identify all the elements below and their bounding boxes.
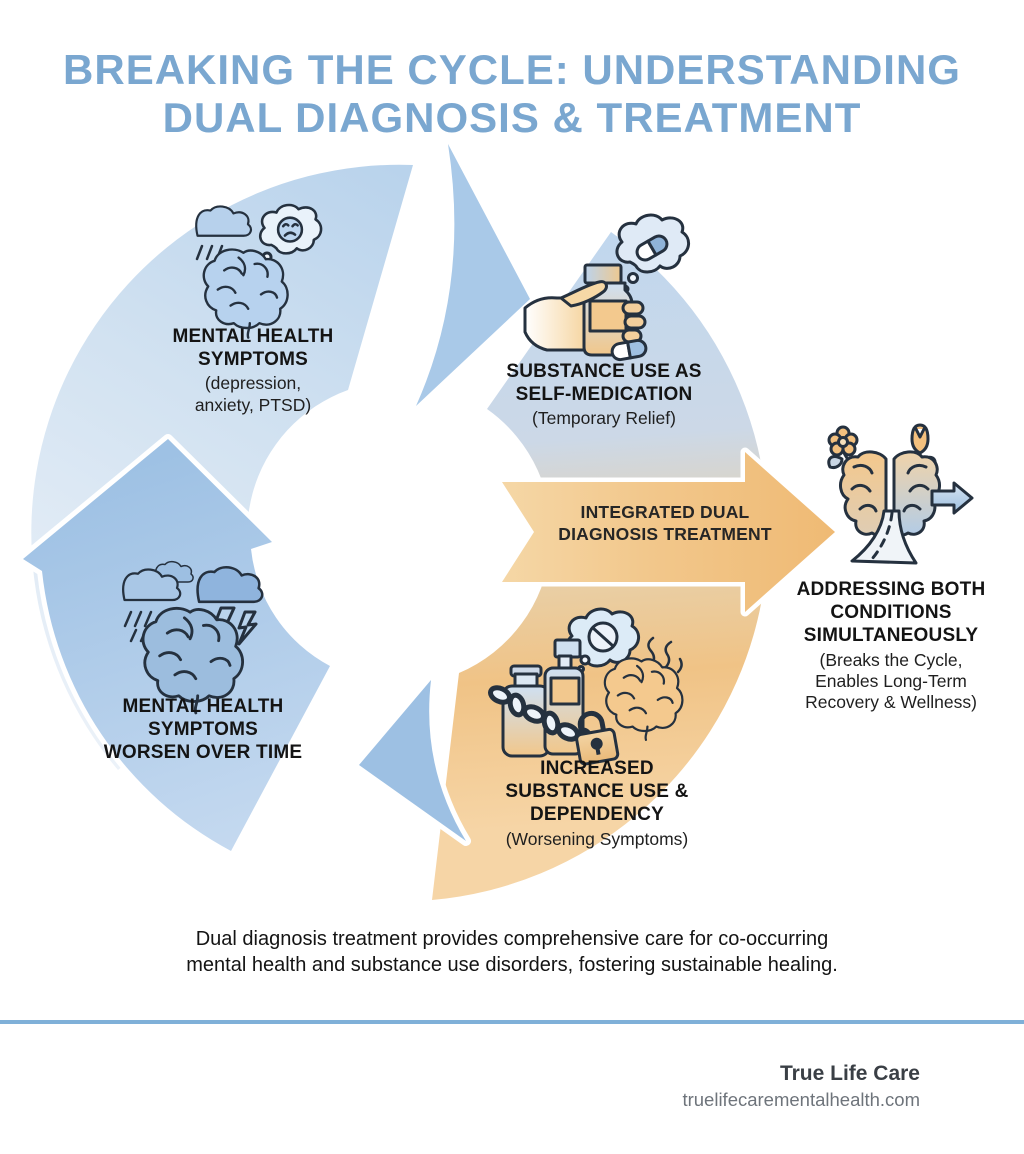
stage-label-substance-use: SUBSTANCE USE AS SELF-MEDICATION (Tempor… <box>488 360 720 430</box>
hand-holding-pill-bottle-icon <box>523 213 690 362</box>
brain-curls <box>850 463 930 513</box>
treatment-arrow-label: INTEGRATED DUAL DIAGNOSIS TREATMENT <box>558 502 772 545</box>
chained-bottles-padlock-stressed-brain-icon <box>488 607 684 766</box>
rain-lines <box>123 610 153 643</box>
cycle-arrowhead-top-icon <box>411 139 535 411</box>
sad-thought-bubble <box>258 203 323 255</box>
summary-text: Dual diagnosis treatment provides compre… <box>186 928 838 976</box>
padlock <box>575 710 620 766</box>
recovery-arrow-right-icon <box>930 481 974 515</box>
cycle-arrowhead-bottom-icon <box>354 675 471 846</box>
road-center-line <box>870 511 894 561</box>
storm-cloud <box>196 566 264 604</box>
hand-fingers <box>621 300 647 344</box>
stage-sublabel-text: (Temporary Relief) <box>532 408 676 429</box>
stage-label-increased-dependency: INCREASED SUBSTANCE USE & DEPENDENCY (Wo… <box>478 757 716 850</box>
brand-name: True Life Care <box>779 1062 920 1085</box>
treatment-arrow-icon <box>497 447 840 617</box>
brain-rain-cloud-sad-thought-icon <box>195 203 323 339</box>
healing-split-brain-flowers-road-icon <box>827 423 974 565</box>
outcome-label-addressing-both: ADDRESSING BOTH CONDITIONS SIMULTANEOUSL… <box>774 578 1008 714</box>
pill-thought-bubble <box>615 213 690 274</box>
lightning-bolt-2 <box>237 610 258 646</box>
rain-cloud <box>195 205 253 237</box>
flower-leaves-left <box>827 455 844 469</box>
bottle-label <box>588 299 628 333</box>
daisy-flower <box>827 425 859 457</box>
hand-thumb <box>559 280 608 308</box>
stage-label-text: MENTAL HEALTH SYMPTOMS <box>172 326 334 371</box>
stage-label-text: MENTAL HEALTH SYMPTOMS WORSEN OVER TIME <box>103 696 303 764</box>
brain-storm-clouds-lightning-icon <box>122 560 264 715</box>
page-title: BREAKING THE CYCLE: UNDERSTANDING DUAL D… <box>63 46 961 142</box>
stage-label-text: SUBSTANCE USE AS SELF-MEDICATION <box>506 361 702 406</box>
tulip-flower <box>910 423 930 455</box>
capsule <box>610 338 648 362</box>
stage-label-mental-health-symptoms: MENTAL HEALTH SYMPTOMS (depression, anxi… <box>140 325 366 416</box>
road <box>850 509 918 565</box>
stage-label-text: INCREASED SUBSTANCE USE & DEPENDENCY <box>505 758 689 826</box>
footer: True Life Care truelifecarementalhealth.… <box>682 1062 920 1111</box>
stage-label-symptoms-worsen: MENTAL HEALTH SYMPTOMS WORSEN OVER TIME <box>83 695 323 765</box>
brain-left-half <box>839 450 888 537</box>
stressed-brain <box>603 657 684 741</box>
no-pill-thought-bubble <box>565 607 640 668</box>
brain <box>141 606 245 715</box>
stage-sublabel-text: (depression, anxiety, PTSD) <box>194 373 312 415</box>
brain <box>202 248 289 339</box>
rain-cloud <box>122 568 182 602</box>
footer-divider <box>0 1020 1024 1024</box>
outcome-sublabel-text: (Breaks the Cycle, Enables Long-Term Rec… <box>805 649 977 713</box>
outcome-label-text: ADDRESSING BOTH CONDITIONS SIMULTANEOUSL… <box>796 579 986 647</box>
stage-sublabel-text: (Worsening Symptoms) <box>505 828 689 849</box>
website-url: truelifecarementalhealth.com <box>682 1089 920 1110</box>
